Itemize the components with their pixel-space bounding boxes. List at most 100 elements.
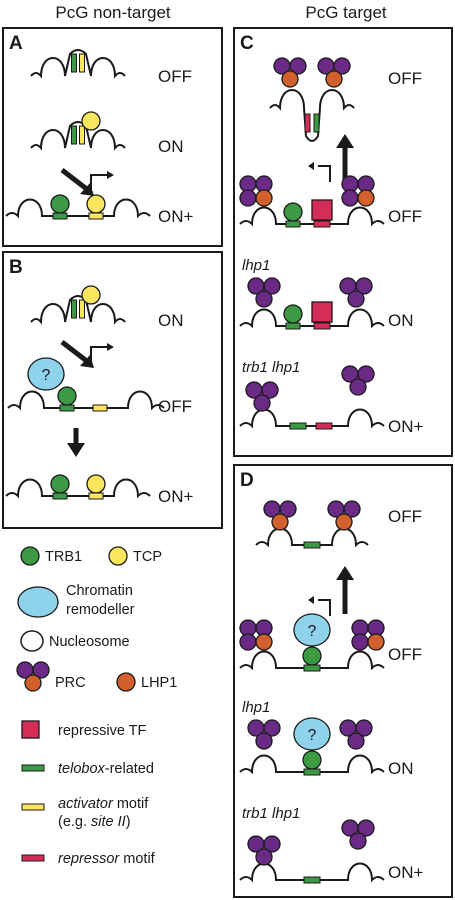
remodeller-question-mark: ? xyxy=(308,727,317,744)
legend-telobox-label: telobox-related xyxy=(58,761,154,777)
c-row1-chromatin xyxy=(269,57,355,142)
panel-b-label: B xyxy=(9,257,23,278)
legend-prc: PRC LHP1 xyxy=(16,661,177,692)
legend-repressor-label: repressor motif xyxy=(58,851,156,867)
panel-c: C OFF OFF lhp1 xyxy=(233,27,453,457)
activator-motif xyxy=(79,53,85,73)
c-state-1: OFF xyxy=(388,69,422,88)
a-state-1: OFF xyxy=(158,67,192,86)
b-state-3: ON+ xyxy=(158,487,194,506)
activator-swatch xyxy=(21,803,45,811)
tcp-swatch xyxy=(108,546,128,566)
d-state-3: ON xyxy=(388,759,414,778)
telobox-swatch xyxy=(21,764,45,772)
panel-d-border xyxy=(233,464,453,898)
legend-repressor-rest: motif xyxy=(119,851,155,867)
legend-tcp-label: TCP xyxy=(133,549,162,565)
legend-repressor-italic: repressor xyxy=(58,851,120,867)
d-state-1: OFF xyxy=(388,507,422,526)
a-transition-arrow xyxy=(60,168,114,196)
telobox-motif xyxy=(71,53,77,73)
legend-prc-label: PRC xyxy=(55,675,86,691)
header-non-target: PcG non-target xyxy=(55,3,171,22)
panel-c-label: C xyxy=(240,33,254,54)
a-state-2: ON xyxy=(158,137,184,156)
panel-a-border xyxy=(2,27,223,247)
chromatin-remodeller xyxy=(27,357,65,391)
legend-telobox-rest: -related xyxy=(105,761,154,777)
a-row3-chromatin xyxy=(5,194,151,220)
remodeller-question-mark: ? xyxy=(42,367,51,384)
legend-nucleosome-label: Nucleosome xyxy=(49,634,130,650)
legend-repressive-tf: repressive TF xyxy=(21,720,147,739)
legend-trb1-label: TRB1 xyxy=(45,549,82,565)
c-genotype-2: trb1 lhp1 xyxy=(242,359,300,376)
b-state-1: ON xyxy=(158,311,184,330)
c-state-2: OFF xyxy=(388,207,422,226)
panel-a: A OFF ON ON+ xyxy=(2,27,223,247)
trb1-protein xyxy=(57,386,77,406)
a-row2-chromatin xyxy=(30,111,126,149)
trb1-protein xyxy=(302,646,322,666)
panel-b: B ON ? OFF xyxy=(2,251,223,529)
tcp-protein xyxy=(81,285,101,305)
lhp1-swatch xyxy=(116,672,136,692)
panel-b-border xyxy=(2,251,223,529)
d-state-4: ON+ xyxy=(388,863,424,882)
chromatin-remodeller xyxy=(293,613,331,647)
c-state-4: ON+ xyxy=(388,417,424,436)
legend-remodeller: Chromatin remodeller xyxy=(17,583,135,618)
b-row3-chromatin xyxy=(5,474,151,500)
legend-trb1: TRB1 TCP xyxy=(20,546,162,566)
legend-activator-eg-italic: site II xyxy=(91,814,126,830)
legend-activator-label: activator motif xyxy=(58,796,149,812)
panel-d: D OFF ? OFF lhp1 xyxy=(233,464,453,898)
panel-a-label: A xyxy=(9,33,23,54)
repressor-motif xyxy=(304,113,311,133)
trb1-protein xyxy=(50,474,70,494)
legend-repressor: repressor motif xyxy=(21,851,156,867)
legend-lhp1-label: LHP1 xyxy=(141,675,177,691)
legend-nucleosome: Nucleosome xyxy=(20,630,130,652)
tcp-protein xyxy=(81,111,101,131)
legend-remodeller-label-2: remodeller xyxy=(66,602,135,618)
c-transition-arrow xyxy=(308,134,354,182)
c-row4-chromatin xyxy=(239,365,385,430)
d-transition-arrow xyxy=(308,566,354,616)
c-row3-chromatin xyxy=(239,277,385,330)
legend-repressive-tf-label: repressive TF xyxy=(58,723,147,739)
c-row2-chromatin xyxy=(239,175,385,228)
d-row1-chromatin xyxy=(255,500,369,549)
legend: TRB1 TCP Chromatin remodeller Nucleosome… xyxy=(16,546,177,867)
a-state-3: ON+ xyxy=(158,207,194,226)
legend-activator-italic: activator xyxy=(58,796,114,812)
b-state-2: OFF xyxy=(158,397,192,416)
trb1-swatch xyxy=(20,546,40,566)
repressor-swatch xyxy=(21,854,45,862)
panel-c-border xyxy=(233,27,453,457)
trb1-protein xyxy=(283,202,303,222)
activator-motif xyxy=(92,404,108,412)
legend-remodeller-label-1: Chromatin xyxy=(66,583,133,599)
legend-activator-eg-prefix: (e.g. xyxy=(58,814,91,830)
c-state-3: ON xyxy=(388,311,414,330)
legend-activator: activator motif (e.g. site II) xyxy=(21,796,149,830)
d-genotype-1: lhp1 xyxy=(242,699,270,716)
panel-d-label: D xyxy=(240,470,254,491)
repressive-tf-swatch xyxy=(21,720,40,739)
repressive-tf xyxy=(311,199,333,221)
legend-activator-rest: motif xyxy=(113,796,149,812)
a-row1-chromatin xyxy=(30,49,126,77)
b-down-arrow xyxy=(67,428,85,457)
telobox-motif xyxy=(52,212,68,220)
trb1-protein xyxy=(50,194,70,214)
activator-motif xyxy=(88,212,104,220)
tcp-protein xyxy=(86,474,106,494)
c-genotype-1: lhp1 xyxy=(242,257,270,274)
remodeller-swatch xyxy=(17,586,59,618)
legend-telobox-italic: telobox xyxy=(58,761,106,777)
d-genotype-2: trb1 lhp1 xyxy=(242,805,300,822)
prc-swatch xyxy=(16,661,50,692)
b-row1-chromatin xyxy=(30,285,126,323)
